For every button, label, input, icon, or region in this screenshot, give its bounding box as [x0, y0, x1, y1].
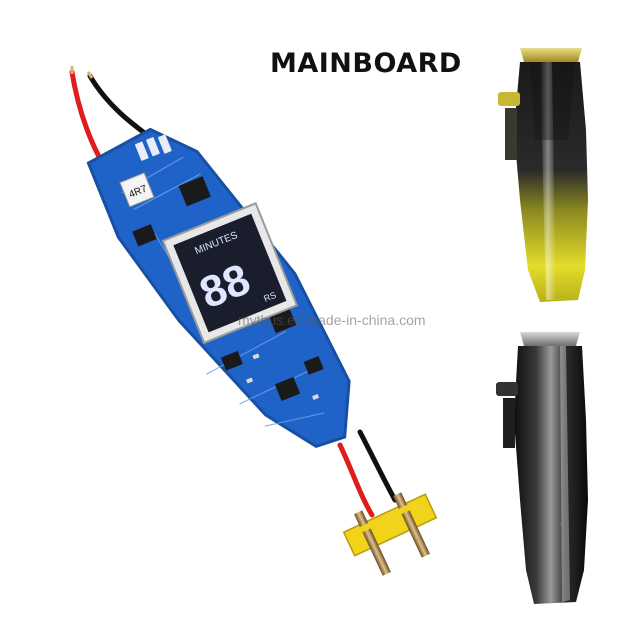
pcb-board: 4R7 MINUTES	[86, 127, 351, 449]
svg-text:¨: ¨	[560, 522, 563, 532]
watermark: mythus.en.made-in-china.com	[238, 312, 426, 328]
image-title: MAINBOARD	[270, 48, 462, 79]
lcd-display: MINUTES 88 RS	[161, 202, 299, 345]
inductor-chip: 4R7	[119, 172, 155, 208]
black-clipper: ¨	[496, 332, 588, 604]
gold-clipper	[498, 48, 588, 302]
connector-pins	[342, 492, 438, 576]
svg-text:RS: RS	[262, 290, 277, 304]
